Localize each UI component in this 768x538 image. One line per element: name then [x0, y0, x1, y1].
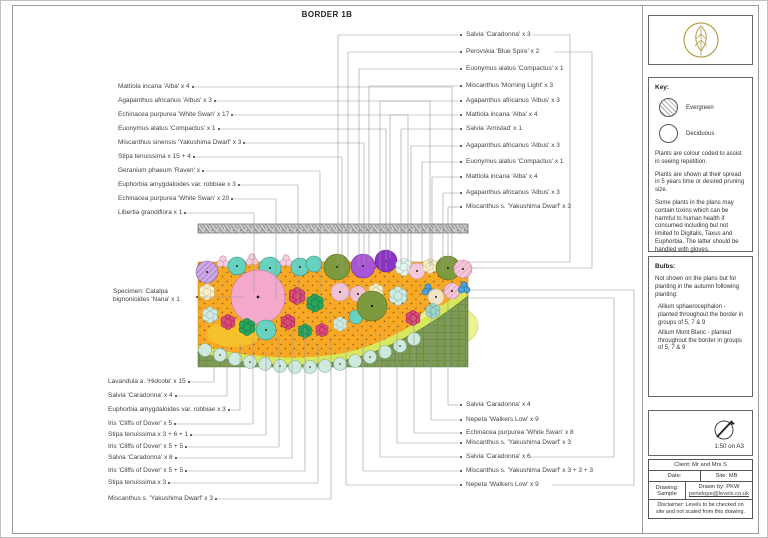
- evergreen-symbol-icon: [659, 98, 678, 117]
- plant-label: Libertia grandiflora x 1: [118, 208, 183, 216]
- plant-label: Stipa tenuissima x 15 + 4: [118, 152, 191, 160]
- plant-label: Miscanthus s. 'Yakushima Dwarf' x 3: [108, 494, 213, 502]
- plant-label: Nepeta 'Walkers Low' x 9: [466, 480, 539, 488]
- plant-label: Euphorbia amygdaloides var. robbiae x 3: [108, 405, 226, 413]
- bulbs-title: Bulbs:: [655, 263, 676, 270]
- plant-label: Miscanthus s. 'Yakushima Dwarf' x 3: [466, 438, 571, 446]
- plant-label: Iris 'Cliffs of Dover' x 5 + 5: [108, 466, 184, 474]
- plant-label: Echinacea purpurea 'White Swan' x 8: [466, 428, 574, 436]
- plant-label: Echinacea purpurea 'White Swan' x 17: [118, 110, 230, 118]
- sidebar-divider: [642, 5, 643, 533]
- specimen-label: Specimen: Catalpa bignonioides 'Nana' x …: [113, 288, 180, 304]
- drawn-by-label: Drawn by: PKW: [698, 484, 740, 490]
- drawing-cell: Drawing: Sample: [649, 482, 686, 499]
- bulb-item: Allium Mont Blanc - planted throughout t…: [658, 329, 743, 352]
- email-link[interactable]: penelope@levels.co.uk: [688, 491, 749, 497]
- note-paragraph: Some plants in the plans may contain tox…: [655, 199, 739, 253]
- plant-label: Agapanthus africanus 'Albus' x 3: [466, 188, 560, 196]
- wall-hatch: [197, 223, 469, 234]
- plant-label: Salvia 'Amistad' x 1: [466, 124, 522, 132]
- bulbs-intro: Not shown on the plans but for planting …: [655, 276, 740, 298]
- plant-centre-dots: [206, 260, 464, 368]
- plant-label: Salvia 'Caradonna' x 4: [466, 400, 531, 408]
- plant-label: Geranium phaeum 'Raven' x: [118, 166, 200, 174]
- plant-label: Lavandula a. 'Hidcote' x 15: [108, 377, 186, 385]
- plant-label: Miscanthus 'Morning Light' x 3: [466, 81, 554, 89]
- plant-label: Mattiola incana 'Alba' x 4: [118, 82, 190, 90]
- note-paragraph: Plants are colour coded to assist in see…: [655, 151, 742, 165]
- plant-label: Euonymus alatus 'Compactus' x 1: [118, 124, 216, 132]
- drawn-by-cell: Drawn by: PKW penelope@levels.co.uk: [686, 482, 752, 499]
- leader-lines: [167, 33, 635, 501]
- logo-box: [648, 15, 753, 65]
- plant-label: Miscanthus s. 'Yakushima Dwarf' x 3: [466, 202, 571, 210]
- deciduous-symbol-icon: [659, 124, 678, 143]
- key-item-evergreen: Evergreen: [659, 98, 746, 117]
- plant-label: Stipa tenuissima x 3 + 6 + 1: [108, 430, 189, 438]
- note-paragraph: Plants are shown at their spread in 5 ye…: [655, 171, 745, 194]
- bulbs-box: Bulbs: Not shown on the plans but for pl…: [648, 256, 753, 397]
- plant-label: Agapanthus africanus 'Albus' x 3: [118, 96, 212, 104]
- plant-label: Agapanthus africanus 'Albus' x 3: [466, 141, 560, 149]
- key-item-deciduous: Deciduous: [659, 124, 746, 143]
- north-arrow-icon: [714, 420, 735, 440]
- sheet-frame: [12, 5, 759, 534]
- page-title: BORDER 1B: [301, 10, 353, 19]
- leaf-logo-icon: [682, 22, 719, 58]
- plant-label: Mattiola incana 'Alba' x 4: [466, 172, 538, 180]
- scale-label: 1:50 on A3: [714, 443, 744, 450]
- plant-label: Salvia 'Caradonna' x 8: [108, 453, 173, 461]
- plant-label: Euphorbia amygdaloides var. robbiae x 3: [118, 180, 236, 188]
- client-cell: Client: Mr and Mrs S: [674, 462, 727, 468]
- plant-label: Iris 'Cliffs of Dover' x 5: [108, 419, 173, 427]
- site-cell: Site: MB: [715, 473, 738, 479]
- plant-label: Mattiola incana 'Alba' x 4: [466, 110, 538, 118]
- plant-label: Salvia 'Caradonna' x 3: [466, 30, 531, 38]
- plant-label: Stipa tenuissima x 3: [108, 478, 167, 486]
- plant-label: Perovskia 'Blue Spire' x 2: [466, 47, 540, 55]
- plant-label: Agapanthus africanus 'Albus' x 3: [466, 96, 560, 104]
- bulb-item: Allium sphaerocephalon - planted through…: [658, 304, 744, 326]
- plant-label: Miscanthus sinensis 'Yakushima Dwarf' x …: [118, 138, 242, 146]
- plant-circles: [195, 249, 473, 374]
- plant-label: Nepeta 'Walkers Low' x 9: [466, 415, 539, 423]
- title-block: Client: Mr and Mrs S Date: Site: MB Draw…: [648, 459, 753, 520]
- plant-label: Salvia 'Caradonna' x 6: [466, 452, 531, 460]
- plant-label: Salvia 'Caradonna' x 4: [108, 391, 173, 399]
- date-cell: Date:: [649, 471, 701, 481]
- plant-label: Iris 'Cliffs of Dover' x 5 + 5: [108, 442, 184, 450]
- key-box: Key: Evergreen Deciduous Plants are colo…: [648, 77, 753, 253]
- plant-label: Euonymus alatus 'Compactus' x 1: [466, 64, 564, 72]
- compass-box: 1:50 on A3: [648, 410, 753, 456]
- disclaimer-cell: Disclaimer: Levels to be checked on site…: [656, 502, 745, 516]
- key-title: Key:: [655, 84, 670, 91]
- plant-label: Miscanthus s. 'Yakushima Dwarf' x 3 + 3 …: [466, 466, 593, 474]
- plant-label: Euonymus alatus 'Compactus' x 1: [466, 157, 564, 165]
- plant-label: Echinacea purpurea 'White Swan' x 20: [118, 194, 230, 202]
